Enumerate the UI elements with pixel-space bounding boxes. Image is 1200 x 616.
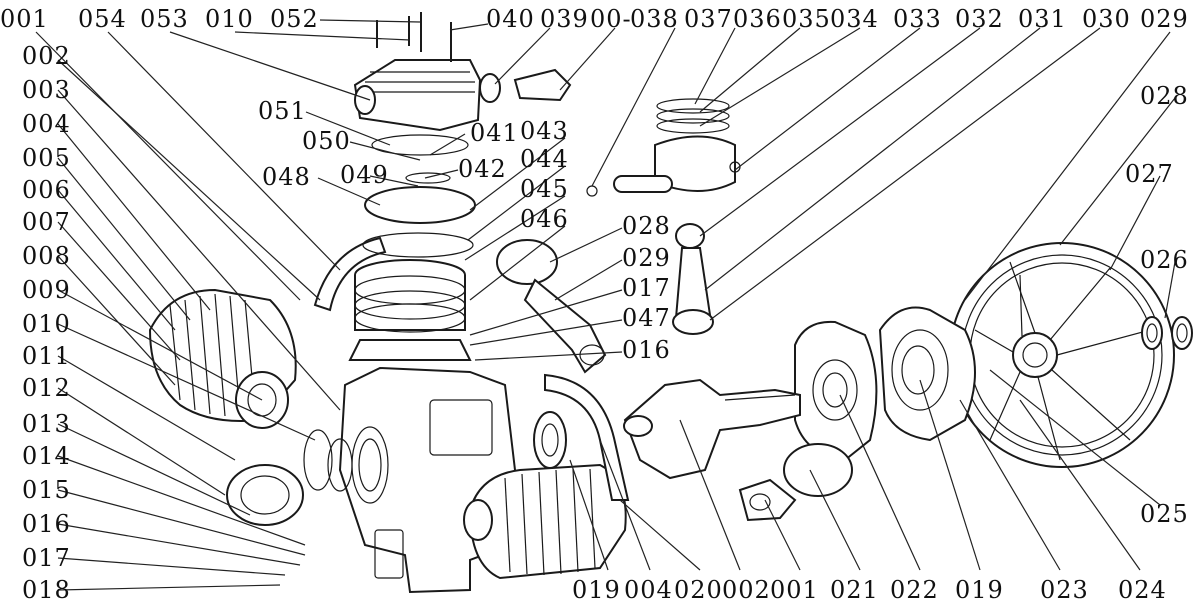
label-010-left: 010 xyxy=(22,310,71,338)
lower-piston-rod-assembly xyxy=(738,443,853,522)
elbow-fitting xyxy=(479,68,572,103)
label-006: 006 xyxy=(22,176,71,204)
leader-lines xyxy=(35,19,1176,591)
label-053: 053 xyxy=(140,5,189,33)
label-027: 027 xyxy=(1125,160,1174,188)
label-003: 003 xyxy=(22,76,71,104)
label-030: 030 xyxy=(1082,5,1131,33)
label-051: 051 xyxy=(258,97,307,125)
label-015: 015 xyxy=(22,476,71,504)
label-032: 032 xyxy=(955,5,1004,33)
label-008: 008 xyxy=(22,242,71,270)
label-041: 041 xyxy=(470,119,519,147)
label-039: 039 xyxy=(540,5,589,33)
label-017-mid: 017 xyxy=(622,274,671,302)
label-007: 007 xyxy=(22,208,71,236)
label-037: 037 xyxy=(684,5,733,33)
label-001-top: 001 xyxy=(0,5,49,33)
label-023: 023 xyxy=(1040,576,1089,604)
label-033: 033 xyxy=(893,5,942,33)
flywheel-bushing-ring xyxy=(1141,316,1193,350)
upper-connecting-rod xyxy=(672,223,714,335)
label-012: 012 xyxy=(22,374,71,402)
mid-piston-rod-assembly xyxy=(496,239,607,374)
flywheel xyxy=(949,242,1175,468)
label-001-bottom: 001 xyxy=(770,576,819,604)
label-054: 054 xyxy=(78,5,127,33)
label-009: 009 xyxy=(22,276,71,304)
lower-valve-bearing xyxy=(533,411,567,469)
label-011: 011 xyxy=(22,342,71,370)
bearing-housing-cover xyxy=(878,306,976,442)
label-019-bottom-a: 019 xyxy=(572,576,621,604)
label-004-bottom: 004 xyxy=(624,576,673,604)
left-gaskets xyxy=(226,429,353,526)
label-021: 021 xyxy=(830,576,879,604)
label-047: 047 xyxy=(622,304,671,332)
label-049: 049 xyxy=(340,161,389,189)
label-050: 050 xyxy=(302,127,351,155)
label-028-mid: 028 xyxy=(622,212,671,240)
label-029-mid: 029 xyxy=(622,244,671,272)
label-029-top: 029 xyxy=(1140,5,1189,33)
label-046: 046 xyxy=(520,205,569,233)
label-018: 018 xyxy=(22,576,71,604)
label-044: 044 xyxy=(520,145,569,173)
label-026: 026 xyxy=(1140,246,1189,274)
label-036: 036 xyxy=(733,5,782,33)
label-004-left: 004 xyxy=(22,110,71,138)
label-010-top: 010 xyxy=(205,5,254,33)
label-024: 024 xyxy=(1118,576,1167,604)
label-016-left: 016 xyxy=(22,510,71,538)
label-043: 043 xyxy=(520,117,569,145)
part-number-labels: 001 054 053 010 052 040 039 00- 038 037 … xyxy=(0,5,1189,604)
label-014: 014 xyxy=(22,442,71,470)
label-034: 034 xyxy=(830,5,879,33)
label-016-mid: 016 xyxy=(622,336,671,364)
label-035: 035 xyxy=(782,5,831,33)
label-002-left: 002 xyxy=(22,42,71,70)
label-028-right: 028 xyxy=(1140,82,1189,110)
label-042: 042 xyxy=(458,155,507,183)
label-022: 022 xyxy=(890,576,939,604)
label-00-dash: 00- xyxy=(590,5,632,33)
transfer-pipe-upper xyxy=(313,236,387,312)
label-005: 005 xyxy=(22,144,71,172)
transfer-pipe-lower xyxy=(544,373,630,501)
lower-cylinder-head-assembly xyxy=(463,463,627,580)
label-019-bottom-b: 019 xyxy=(955,576,1004,604)
label-045: 045 xyxy=(520,175,569,203)
top-cylinder-block xyxy=(348,259,472,361)
label-038: 038 xyxy=(630,5,679,33)
top-valve-plate-gaskets xyxy=(362,134,476,258)
label-002-bottom: 002 xyxy=(722,576,771,604)
head-bolts xyxy=(376,12,452,62)
label-020: 020 xyxy=(674,576,723,604)
label-031: 031 xyxy=(1018,5,1067,33)
left-cylinder-head-assembly xyxy=(148,288,297,429)
crankshaft xyxy=(623,378,801,480)
label-013: 013 xyxy=(22,410,71,438)
end-cover-plate xyxy=(794,320,878,462)
top-cylinder-head xyxy=(353,59,482,132)
label-017-left: 017 xyxy=(22,544,71,572)
label-048: 048 xyxy=(262,163,311,191)
label-052: 052 xyxy=(270,5,319,33)
label-040: 040 xyxy=(486,5,535,33)
upper-piston-and-rings xyxy=(586,98,741,197)
label-025: 025 xyxy=(1140,500,1189,528)
